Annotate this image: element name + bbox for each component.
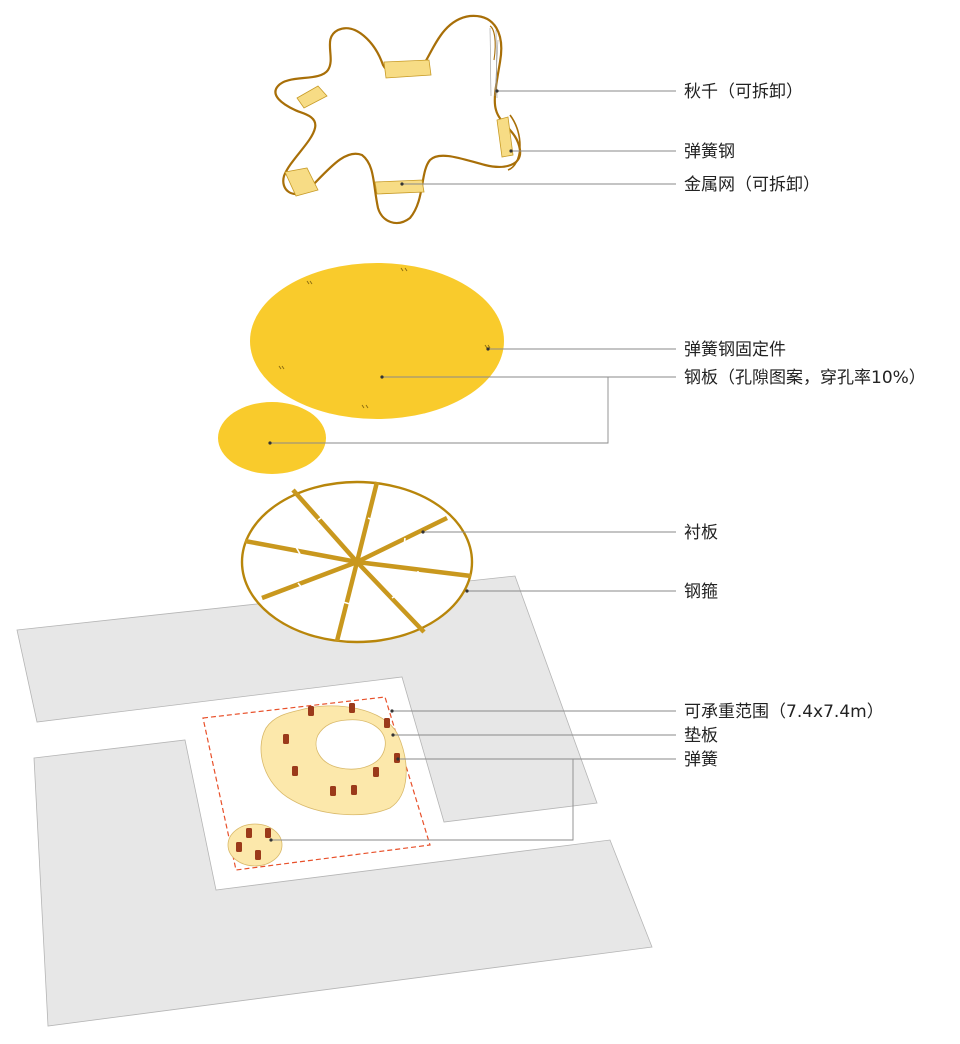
spring [351,785,357,795]
spring [384,718,390,728]
liner-rib [261,559,358,601]
liner-rib [356,515,448,565]
liner-hoop-layer [240,480,474,644]
steel-plate-large [250,263,504,419]
swing-seat [296,85,328,109]
metal-mesh-outline [274,14,522,225]
slab-upper [16,575,598,823]
labels: 秋千（可拆卸） 弹簧钢 金属网（可拆卸） 弹簧钢固定件 钢板（孔隙图案，穿孔率1… [684,82,926,770]
spring [255,850,261,860]
leader-steel-plate-small [270,377,609,444]
spring [283,734,289,744]
top-frame-layer [274,14,522,225]
spring-steel-fixtures [278,267,491,409]
spring-group [236,703,400,860]
swing-ropes [489,27,499,99]
label-pad-board: 垫板 [684,726,718,746]
spring [246,828,252,838]
label-load-bearing-area: 可承重范围（7.4x7.4m） [684,702,884,722]
swing-seat [374,179,425,195]
swings [284,59,514,197]
rib-joints [295,513,419,605]
slab-lower [33,739,653,1027]
spring [292,766,298,776]
liner-rib [334,561,360,642]
base-slab [16,575,653,1027]
label-spring: 弹簧 [684,750,718,770]
label-steel-hoop: 钢箍 [684,582,718,602]
swing-seat [284,167,319,197]
spring [236,842,242,852]
label-steel-plate: 钢板（孔隙图案，穿孔率10%） [684,368,926,388]
label-liner-board: 衬板 [684,523,718,543]
label-spring-steel-fixture: 弹簧钢固定件 [684,340,786,360]
leader-lines [268,89,676,842]
swing-seat [496,116,514,158]
liner-rib [356,559,472,579]
liner-rib [291,488,359,564]
spring [373,767,379,777]
liner-board-ribs [244,481,472,642]
label-metal-mesh: 金属网（可拆卸） [684,175,820,195]
liner-rib [355,560,426,634]
spring [330,786,336,796]
spring-steel-band [507,114,521,171]
steel-plate-small [218,402,326,474]
label-swing: 秋千（可拆卸） [684,82,803,102]
spring [349,703,355,713]
spring [265,828,271,838]
spring [308,706,314,716]
swing-seat [383,59,432,79]
metal-mesh-inner-ridge [489,25,496,61]
load-bearing-boundary [202,696,431,871]
liner-rib [244,538,358,565]
label-spring-steel: 弹簧钢 [684,142,735,162]
leader-spring-small [271,759,574,841]
steel-plate-layer [218,263,504,474]
liner-rib [354,481,380,563]
